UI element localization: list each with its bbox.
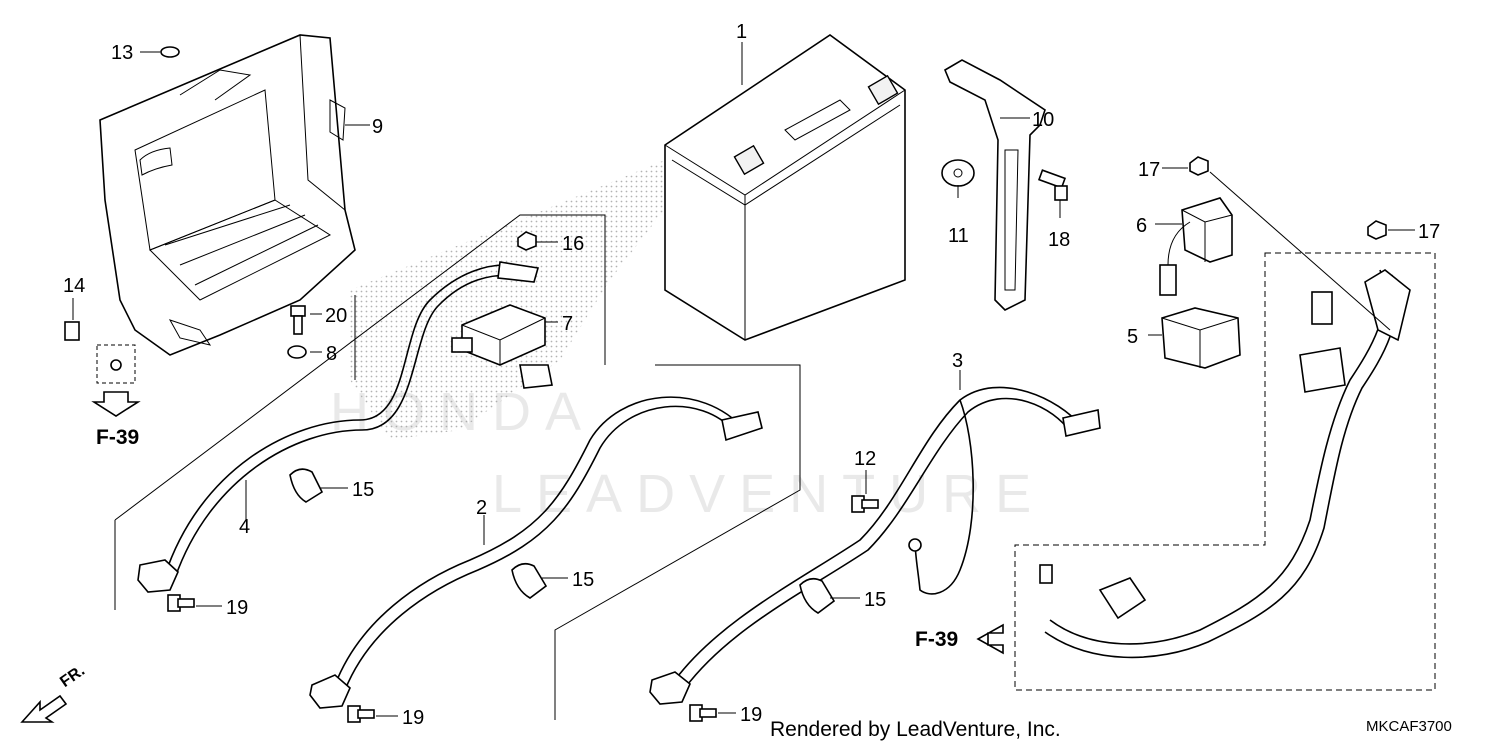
relay-7 <box>451 304 553 389</box>
cushion-11 <box>941 159 975 187</box>
footer-credit: Rendered by LeadVenture, Inc. <box>770 718 1061 741</box>
bolt-12 <box>851 495 879 513</box>
callout-1: 1 <box>736 21 747 43</box>
callout-18: 18 <box>1048 229 1070 251</box>
clamp-15b <box>511 562 548 599</box>
callout-17b: 17 <box>1418 221 1440 243</box>
battery <box>664 34 906 341</box>
callout-4: 4 <box>239 516 250 538</box>
reference-f39-left[interactable]: F-39 <box>96 426 139 449</box>
callout-11: 11 <box>948 225 969 247</box>
callout-3: 3 <box>952 350 963 372</box>
callout-15a: 15 <box>352 479 374 501</box>
arrow-left-icon <box>976 623 1004 655</box>
leader-line <box>1209 171 1391 331</box>
callout-5: 5 <box>1127 326 1138 348</box>
starter-relay-6 <box>1159 197 1233 296</box>
nut-17b <box>1367 220 1387 240</box>
front-arrow-icon <box>20 694 68 723</box>
relay-cover-5 <box>1161 307 1241 369</box>
clamp-15a <box>289 468 324 503</box>
callout-2: 2 <box>476 497 487 519</box>
bolt-19c <box>689 704 717 722</box>
clip-nut-14 <box>64 321 80 341</box>
callout-10: 10 <box>1032 109 1054 131</box>
clamp-15c <box>799 577 836 614</box>
callout-labels: 1 2 3 4 5 6 7 8 9 10 11 12 13 14 15 15 1… <box>63 21 1440 729</box>
reference-f39-right[interactable]: F-39 <box>915 628 958 651</box>
callout-leaders <box>72 42 1415 717</box>
cable-4 <box>137 261 540 593</box>
cable-3 <box>649 386 1101 705</box>
dotted-projection <box>350 160 672 440</box>
harness-box <box>1014 252 1436 691</box>
battery-box <box>99 34 356 356</box>
panel-lines <box>114 214 801 720</box>
callout-15b: 15 <box>572 569 594 591</box>
watermark-vendor: LEADVENTURE <box>492 464 1045 524</box>
callout-13: 13 <box>111 42 133 64</box>
bolt-19a <box>167 594 195 612</box>
callout-7: 7 <box>562 313 573 335</box>
callout-16: 16 <box>562 233 584 255</box>
starter-cable <box>1039 269 1411 659</box>
diagram-code: MKCAF3700 <box>1366 718 1452 735</box>
cable-2 <box>309 396 763 709</box>
callout-14: 14 <box>63 275 85 297</box>
bolt-18 <box>1037 169 1068 201</box>
bolt-20 <box>290 305 306 335</box>
clip-box <box>96 344 136 384</box>
callout-20: 20 <box>325 305 347 327</box>
nut-17a <box>1189 156 1209 176</box>
callout-19b: 19 <box>402 707 424 729</box>
grommet-13 <box>160 46 180 58</box>
battery-holder <box>943 59 1046 311</box>
clip-icon <box>110 359 122 371</box>
callout-6: 6 <box>1136 215 1147 237</box>
callout-19c: 19 <box>740 704 762 726</box>
arrow-down-icon <box>91 391 141 417</box>
callout-8: 8 <box>326 343 337 365</box>
callout-12: 12 <box>854 448 876 470</box>
bolt-19b <box>347 705 375 723</box>
callout-19a: 19 <box>226 597 248 619</box>
washer-8 <box>287 345 307 359</box>
callout-17a: 17 <box>1138 159 1160 181</box>
nut-16 <box>517 231 537 251</box>
callout-15c: 15 <box>864 589 886 611</box>
callout-9: 9 <box>372 116 383 138</box>
